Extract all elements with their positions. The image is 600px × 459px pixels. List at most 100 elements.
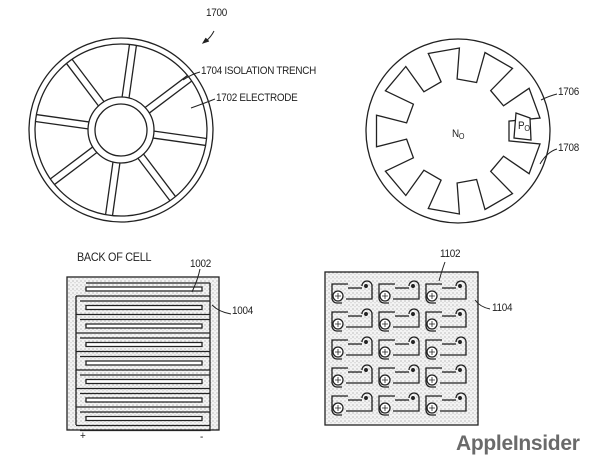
minus-contact — [458, 368, 462, 372]
electrode-hook-right — [440, 336, 467, 356]
ref-1708: 1708 — [558, 142, 579, 154]
outer-circle — [365, 38, 551, 224]
plus-icon — [429, 349, 435, 355]
ref-1102: 1102 — [440, 248, 461, 260]
grid-unit — [425, 336, 467, 360]
p-letter: P — [518, 120, 525, 132]
grid-unit — [425, 308, 467, 332]
p-region-notch — [513, 112, 532, 141]
trench-spoke — [153, 137, 206, 147]
grid-unit — [331, 308, 373, 332]
isolation-trench-label: 1704 ISOLATION TRENCH — [201, 65, 317, 77]
electrode-hook-left — [378, 367, 395, 388]
minus-contact — [411, 396, 415, 400]
grid-unit — [331, 364, 373, 388]
minus-contact — [458, 312, 462, 316]
trench-spoke — [36, 113, 89, 123]
trench-spoke — [144, 74, 188, 108]
minus-contact — [364, 396, 368, 400]
plus-icon — [382, 349, 388, 355]
finger-set-1002 — [85, 286, 203, 422]
minus-contact — [411, 284, 415, 288]
ref-1002: 1002 — [190, 258, 211, 270]
grid-unit — [331, 336, 373, 360]
plus-icon — [429, 405, 435, 411]
plus-icon — [335, 293, 341, 299]
electrode-hook-right — [440, 364, 467, 384]
back-of-cell-title: BACK OF CELL — [77, 250, 152, 264]
electrode-hook-right — [393, 392, 420, 412]
appleinsider-watermark: AppleInsider — [456, 432, 580, 455]
trench-spoke — [111, 163, 121, 216]
electrode-hook-left — [425, 339, 442, 360]
electrode-hook-left — [331, 339, 348, 360]
minus-contact — [364, 368, 368, 372]
trench-spoke — [154, 130, 207, 140]
electrode-hook-left — [425, 311, 442, 332]
minus-contact — [458, 284, 462, 288]
ref-1104: 1104 — [492, 302, 513, 314]
trench-spoke — [71, 58, 105, 102]
electrode-hook-right — [346, 308, 373, 328]
p-region-label: PO — [518, 120, 530, 133]
ref-1004: 1004 — [232, 305, 253, 317]
minus-contact — [411, 340, 415, 344]
electrode-label: 1702 ELECTRODE — [216, 92, 298, 104]
minus-contact — [458, 396, 462, 400]
grid-unit — [378, 280, 420, 304]
finger-set-1004 — [75, 283, 211, 432]
trench-spoke — [65, 63, 99, 107]
hub-inner — [94, 103, 148, 157]
ref-1700: 1700 — [206, 7, 227, 19]
electrode-hook-right — [393, 336, 420, 356]
electrode-hook-right — [346, 392, 373, 412]
p-subscript: O — [524, 124, 530, 133]
grid-unit — [425, 364, 467, 388]
electrode-hook-right — [346, 364, 373, 384]
electrode-hook-right — [440, 280, 467, 300]
electrode-hook-left — [331, 283, 348, 304]
plus-icon — [429, 321, 435, 327]
plus-icon — [382, 405, 388, 411]
electrode-hook-left — [378, 395, 395, 416]
electrode-hook-right — [440, 392, 467, 412]
grid-unit — [378, 392, 420, 416]
hub-outer — [87, 96, 155, 164]
grid-unit — [378, 336, 420, 360]
plus-icon — [335, 405, 341, 411]
grid-unit — [378, 364, 420, 388]
grid-unit — [331, 280, 373, 304]
interdigitated-back-cell-figure — [66, 276, 220, 432]
electrode-hook-right — [393, 308, 420, 328]
electrode-hook-left — [425, 367, 442, 388]
grid-cell-figure — [324, 271, 479, 426]
minus-contact — [364, 284, 368, 288]
plus-icon — [335, 349, 341, 355]
wheel-electrode-figure — [28, 37, 214, 223]
electrode-hook-left — [378, 339, 395, 360]
minus-contact — [364, 340, 368, 344]
plus-icon — [382, 321, 388, 327]
grid-substrate — [324, 271, 479, 426]
n-letter: N — [452, 128, 459, 140]
minus-contact — [411, 368, 415, 372]
plus-icon — [335, 321, 341, 327]
electrode-hook-left — [331, 311, 348, 332]
plus-terminal: + — [80, 430, 86, 442]
grid-unit — [378, 308, 420, 332]
trench-spoke — [137, 158, 171, 202]
plus-icon — [382, 293, 388, 299]
trench-spoke — [149, 80, 193, 114]
inner-ring — [34, 43, 208, 217]
trench-spoke — [104, 162, 114, 215]
ref-1706: 1706 — [558, 86, 579, 98]
electrode-hook-right — [346, 336, 373, 356]
gear-electrode-figure — [365, 38, 551, 224]
n-region-label: NO — [452, 128, 465, 141]
electrode-hook-left — [331, 395, 348, 416]
trench-spoke — [54, 152, 98, 186]
outer-ring — [28, 37, 214, 223]
electrode-hook-left — [425, 395, 442, 416]
minus-terminal: - — [200, 431, 204, 443]
